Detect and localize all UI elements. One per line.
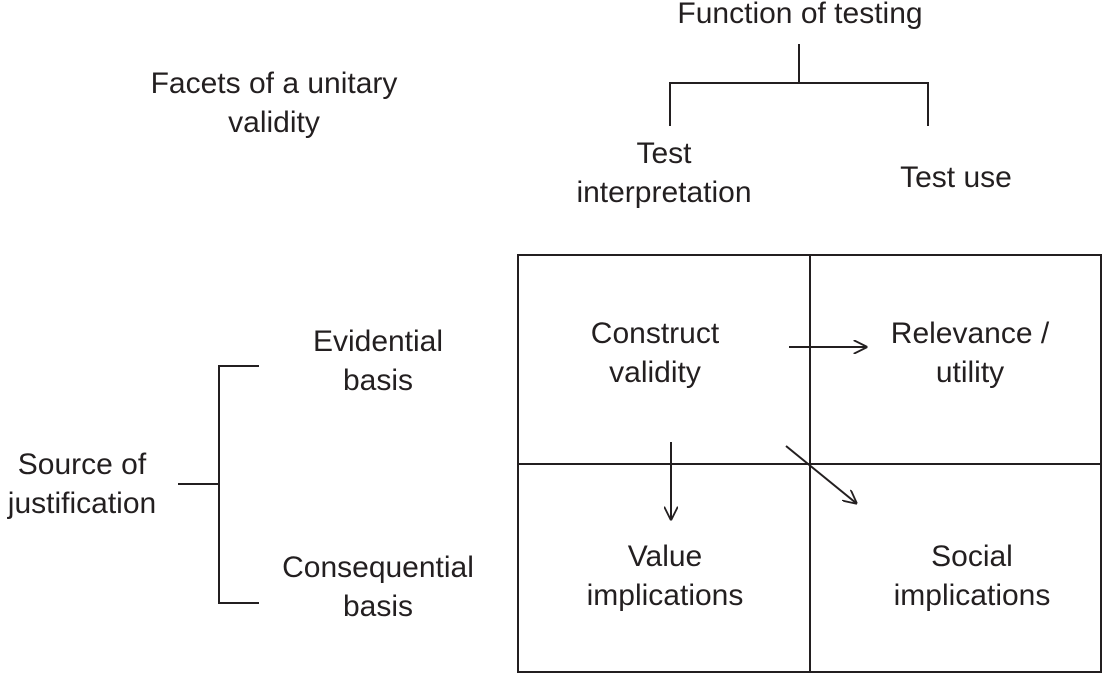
source-bracket [178,365,259,604]
function-bracket [669,44,929,126]
function-of-testing-header: Function of testing [677,0,923,30]
column-test-use: Test use [900,161,1012,194]
cell-relevance-utility: Relevance /utility [890,317,1050,389]
arrow-construct-to-social [785,445,856,503]
